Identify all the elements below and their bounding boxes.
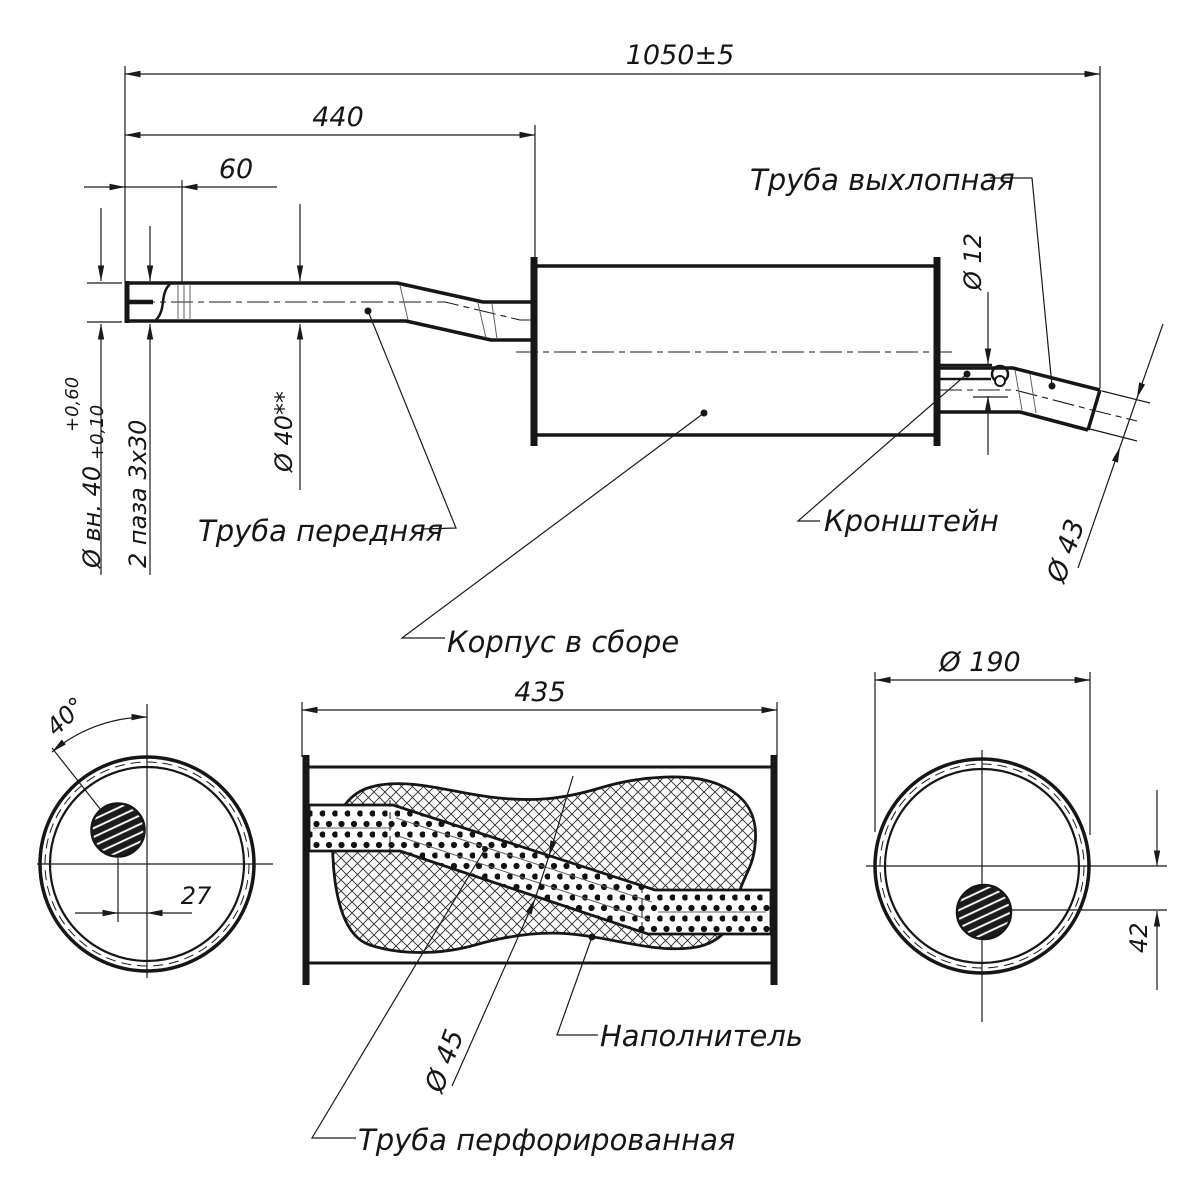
label-perforated-pipe: Труба перфорированная (358, 1123, 735, 1157)
dim-overall-length-text: 1050±5 (626, 40, 735, 71)
dim-bracket-rod-diameter-text: Ø 12 (959, 233, 987, 291)
dim-front-pipe-length: 440 (124, 102, 536, 260)
inlet-pipe-section (90, 802, 146, 858)
front-pipe-outline (124, 281, 534, 342)
dim-slots: 2 паза 3х30 (124, 226, 154, 575)
exhaust-pipe-outline (940, 366, 1102, 432)
side-view: 1050±5 440 60 Ø вн. 40 +0,60 +0,10 (62, 40, 1164, 659)
label-body-assembly: Корпус в сборе (447, 625, 679, 659)
dim-exhaust-pipe-diameter: Ø 43 (1041, 323, 1164, 587)
dim-slotted-length-text: 60 (219, 154, 253, 185)
dim-body-length: 435 (301, 677, 778, 757)
dim-inlet-angle: 40° (41, 692, 148, 753)
label-bracket: Кронштейн (824, 504, 999, 538)
dim-overall-length: 1050±5 (124, 40, 1101, 388)
bracket-outline (940, 363, 1010, 387)
dim-inner-diameter: Ø вн. 40 +0,60 +0,10 (62, 208, 122, 575)
dim-outlet-offset-text: 42 (1125, 922, 1153, 953)
dim-inlet-angle-text: 40° (41, 692, 91, 742)
leader-bracket: Кронштейн (796, 370, 999, 538)
dim-front-pipe-length-text: 440 (312, 102, 364, 133)
centerlines (133, 301, 1138, 422)
dim-outlet-offset: 42 (1012, 790, 1167, 990)
dim-body-length-text: 435 (514, 677, 566, 708)
label-front-pipe: Труба передняя (198, 514, 443, 548)
dim-front-pipe-diameter-text: Ø 40** (270, 391, 298, 473)
right-end-view: Ø 190 42 (866, 647, 1167, 1022)
dim-slotted-length: 60 (84, 154, 277, 282)
dim-inner-diameter-tol-upper: +0,60 (62, 377, 83, 432)
leader-filler: Наполнитель (556, 933, 803, 1053)
dim-bracket-rod-diameter: Ø 12 (959, 233, 1008, 455)
leader-body-assembly: Корпус в сборе (400, 409, 708, 659)
outlet-pipe-section (955, 883, 1013, 941)
left-end-view: 40° 27 (37, 692, 273, 978)
dim-inner-diameter-text: Ø вн. 40 (78, 466, 106, 569)
muffler-body-outline (530, 257, 941, 446)
label-exhaust-pipe: Труба выхлопная (750, 163, 1015, 197)
dim-body-diameter-text: Ø 190 (938, 647, 1020, 678)
leader-exhaust-pipe: Труба выхлопная (750, 163, 1056, 390)
dim-front-pipe-diameter: Ø 40** (270, 204, 304, 490)
leader-front-pipe: Труба передняя (198, 307, 457, 548)
dim-inlet-offset-text: 27 (181, 882, 212, 910)
label-filler: Наполнитель (600, 1019, 803, 1053)
dim-inner-diameter-tol-lower: +0,10 (87, 405, 108, 460)
leader-perforated-pipe: Труба перфорированная (310, 846, 735, 1157)
section-view: 435 Ø 45 Наполнитель Труба перфорированн… (301, 677, 803, 1157)
section-body-outline (302, 755, 778, 985)
dim-slots-text: 2 паза 3х30 (124, 420, 152, 568)
dim-body-diameter: Ø 190 (874, 647, 1091, 835)
dim-inlet-offset: 27 (75, 858, 212, 922)
